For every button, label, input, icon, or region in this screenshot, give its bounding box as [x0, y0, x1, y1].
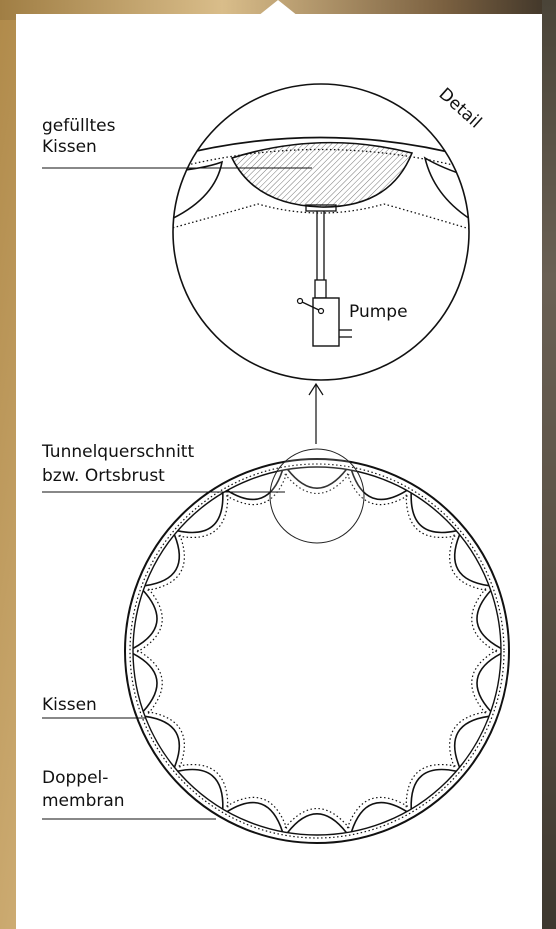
left-neighbour-cushion — [160, 162, 222, 222]
double-membrane-label-1: Doppel- — [42, 768, 108, 788]
pump-body — [313, 298, 339, 346]
double-membrane-label-2: membran — [42, 791, 125, 811]
tunnel-cross-section — [125, 449, 509, 843]
filled-cushion-label-1: gefülltes — [42, 116, 116, 136]
detail-view: Detail — [160, 84, 485, 380]
detail-inner-membrane — [165, 204, 480, 232]
pump-label: Pumpe — [349, 302, 408, 322]
tunnel-cushion — [455, 535, 489, 586]
pump-switch-node-2 — [319, 309, 324, 314]
tunnel-label-2: bzw. Ortsbrust — [42, 466, 165, 486]
right-neighbour-cushion — [425, 158, 480, 225]
detail-selection-circle — [270, 449, 364, 543]
tunnel-cushion — [455, 716, 489, 767]
tunnel-cushion — [145, 535, 179, 586]
detail-label: Detail — [435, 84, 486, 132]
pump-valve — [315, 280, 326, 298]
filled-cushion-label-2: Kissen — [42, 137, 97, 157]
pump-switch-node-1 — [298, 299, 303, 304]
tunnel-cushion — [145, 716, 179, 767]
tunnel-label-1: Tunnelquerschnitt — [41, 442, 194, 462]
filled-cushion — [232, 143, 412, 207]
cushion-label: Kissen — [42, 695, 97, 715]
